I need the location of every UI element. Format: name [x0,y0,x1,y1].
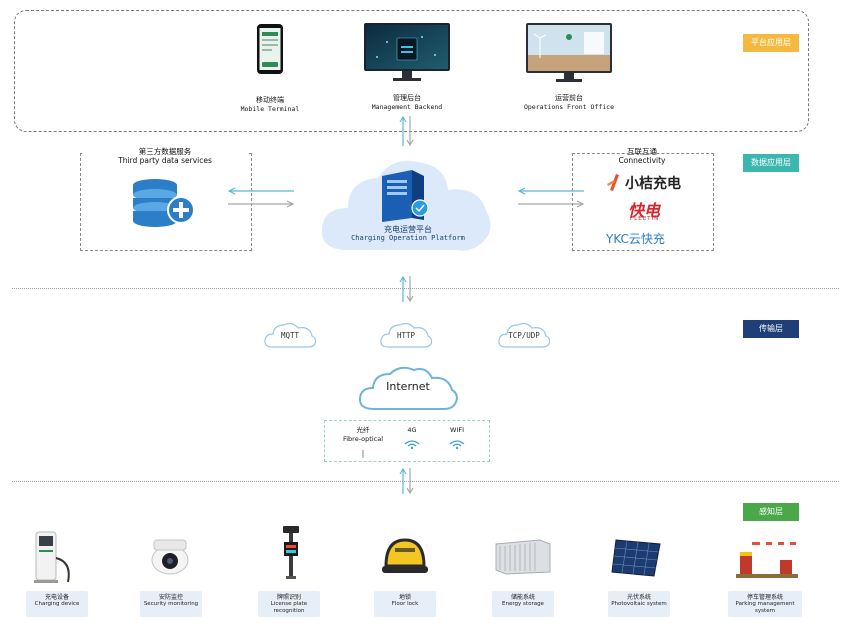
server-icon [382,170,429,222]
cloud-outline-icon [380,322,433,348]
device-floor-lock-en: Floor lock [391,601,419,607]
operations-front-office-en: Operations Front Office [523,103,614,111]
device-security: 安防监控 Security monitoring [140,591,202,617]
connectivity-title: 互联互通 Connectivity [574,147,710,165]
device-charging-en: Charging device [34,601,80,607]
plate-camera-icon [283,526,299,579]
link-fibre: 光纤 Fibre-optical [334,426,392,463]
platform-cn: 充电运营平台 [384,225,432,234]
barrier-gate-icon [736,542,798,578]
protocol-mqtt: MQTT [262,320,318,350]
mobile-terminal-en: Mobile Terminal [240,105,300,113]
protocol-tcp-udp: TCP/UDP [496,320,552,350]
container-icon [495,539,551,575]
arrows-transport-to-devices [399,467,414,495]
mobile-terminal: 移动终端 Mobile Terminal [225,22,315,113]
brand-kuaidian: 快电 FLEETIN [628,197,678,225]
wifi-icon [449,440,465,450]
link-fibre-cn: 光纤 [356,426,370,434]
platform-en: Charging Operation Platform [351,234,465,242]
device-floor-lock-cn: 地锁 [398,594,411,601]
layer-tag-perception: 感知层 [743,503,799,521]
device-security-en: Security monitoring [143,601,199,607]
layer-divider-1 [12,288,839,289]
connectivity-cn: 互联互通 [627,147,657,156]
link-4g-label: 4G [407,426,417,434]
brand-ykc-name: YKC云快充 [606,232,665,246]
arrows-platform-to-apps [399,115,414,147]
charger-icon [34,531,70,583]
layer-tag-transport: 传输层 [743,320,799,338]
link-types-box [324,420,490,462]
device-energy-storage-cn: 储能系统 [510,594,535,601]
device-floor-lock: 地锁 Floor lock [374,591,436,617]
link-wifi: WIFI [442,426,472,454]
operations-front-office: 运营前台 Operations Front Office [514,22,624,111]
link-4g: 4G [398,426,426,454]
monitor-dashboard-icon [364,23,450,81]
connectivity-en: Connectivity [618,156,666,165]
device-security-cn: 安防监控 [158,594,183,601]
platform-label: 充电运营平台 Charging Operation Platform [318,225,498,242]
protocol-http-label: HTTP [396,331,416,340]
mobile-terminal-cn: 移动终端 [256,96,284,104]
brand-xiaoju: 小桔充电 [606,172,696,192]
xiaoju-logo-icon [607,174,619,191]
fibre-icon [362,450,364,458]
protocol-http: HTTP [378,320,434,350]
internet-cloud-icon [358,366,458,410]
third-party-title: 第三方数据服务 Third party data services [82,147,248,165]
operations-front-office-cn: 运营前台 [555,94,583,102]
camera-icon [151,539,189,575]
signal-icon [404,440,420,450]
layer-tag-platform-app: 平台应用层 [743,34,799,52]
device-parking-en: Parking management system [735,601,795,614]
platform-app-box [14,10,809,132]
device-license-plate-cn: 牌照识别 [276,594,301,601]
monitor-landscape-icon [526,23,612,82]
internet-label: Internet [386,380,430,393]
brand-xiaoju-name: 小桔充电 [625,176,681,192]
management-backend-en: Management Backend [371,103,443,111]
brand-kuaidian-name: 快电 [628,201,661,220]
management-backend: 管理后台 Management Backend [357,22,457,111]
protocol-tcp-udp-label: TCP/UDP [508,331,540,340]
device-charging: 充电设备 Charging device [26,591,88,617]
layer-tag-data-app: 数据应用层 [743,154,799,172]
third-party-cn: 第三方数据服务 [82,147,248,156]
device-license-plate-en: License plate recognition [270,601,308,614]
third-party-en: Third party data services [118,156,212,165]
arrows-connectivity [517,187,585,208]
management-backend-cn: 管理后台 [393,94,421,102]
solar-panel-icon [611,539,661,577]
layer-divider-2 [12,481,839,482]
device-photovoltaic: 光伏系统 Photovoltaic system [608,591,670,617]
device-energy-storage-en: Energy storage [502,601,544,607]
cloud-outline-icon [498,322,551,348]
device-photovoltaic-en: Photovoltaic system [611,601,667,607]
arrows-platform-to-transport [399,275,414,303]
brand-ykc: YKC云快充 [606,230,706,246]
link-fibre-en: Fibre-optical [342,435,383,443]
brand-kuaidian-sub: FLEETIN [630,216,660,222]
device-license-plate: 牌照识别 License plate recognition [258,591,320,617]
link-wifi-label: WIFI [450,426,464,434]
floor-lock-icon [382,538,428,573]
arrows-third-party [227,187,295,208]
database-add-icon [133,179,195,227]
device-parking: 停车管理系统 Parking management system [728,591,802,617]
device-photovoltaic-cn: 光伏系统 [626,594,651,601]
cloud-outline-icon [264,322,317,348]
connectivity-box [572,153,714,251]
device-charging-cn: 充电设备 [44,594,69,601]
device-energy-storage: 储能系统 Energy storage [492,591,554,617]
phone-icon [257,24,283,74]
protocol-mqtt-label: MQTT [280,331,300,340]
device-parking-cn: 停车管理系统 [746,594,783,601]
